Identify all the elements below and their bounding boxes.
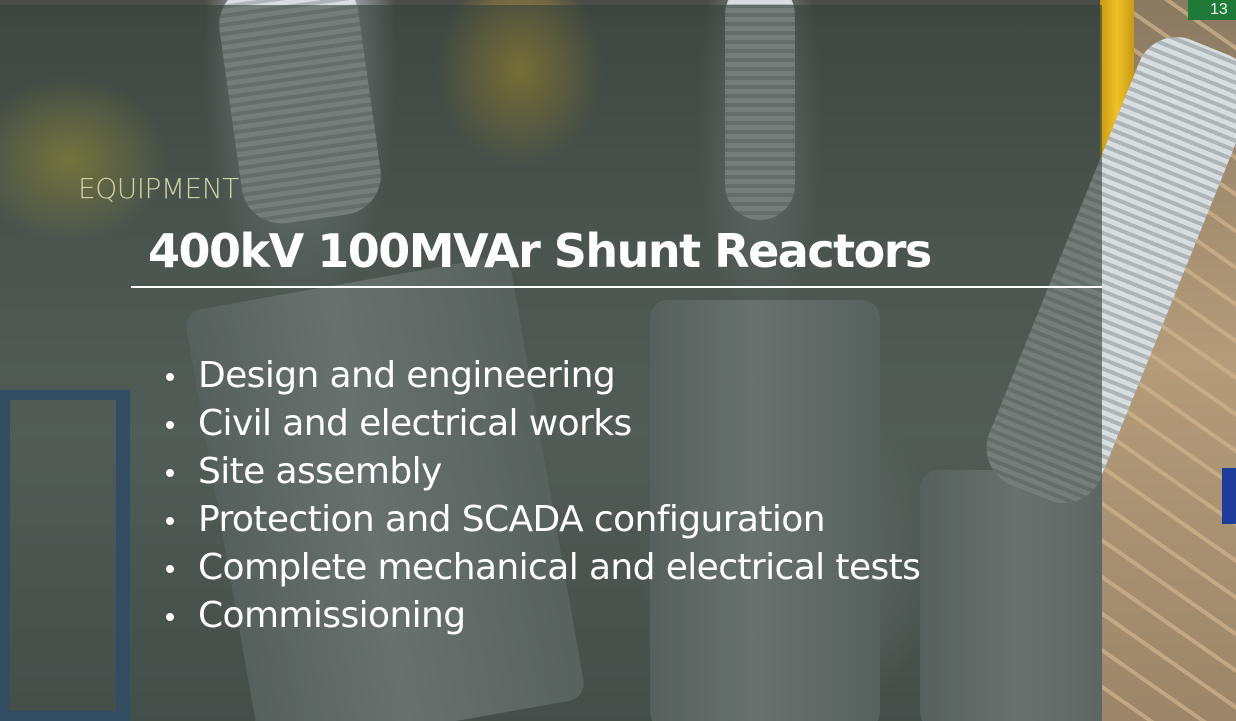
slide-title: 400kV 100MVAr Shunt Reactors xyxy=(148,224,932,278)
bullet-dot-icon xyxy=(166,373,174,381)
bullet-item: Protection and SCADA configuration xyxy=(158,496,920,544)
bullet-item: Commissioning xyxy=(158,592,920,640)
bullet-dot-icon xyxy=(166,613,174,621)
bullet-text: Site assembly xyxy=(198,451,442,492)
bullet-dot-icon xyxy=(166,517,174,525)
bullet-item: Civil and electrical works xyxy=(158,400,920,448)
bullet-item: Complete mechanical and electrical tests xyxy=(158,544,921,592)
title-divider xyxy=(131,286,1102,288)
bullet-text: Civil and electrical works xyxy=(198,403,632,444)
blue-sign xyxy=(1222,468,1236,524)
bullet-text: Design and engineering xyxy=(198,355,616,396)
bullet-text: Commissioning xyxy=(198,595,466,636)
bullet-item: Design and engineering xyxy=(158,352,920,400)
bullet-list: Design and engineering Civil and electri… xyxy=(158,352,921,640)
bullet-dot-icon xyxy=(166,421,174,429)
bullet-dot-icon xyxy=(166,565,174,573)
green-sign-text: 13 xyxy=(1210,1,1228,18)
bullet-text: Protection and SCADA configuration xyxy=(198,499,826,540)
bullet-dot-icon xyxy=(166,469,174,477)
text-overlay-panel xyxy=(0,5,1102,721)
bullet-item: Site assembly xyxy=(158,448,920,496)
section-label: EQUIPMENT xyxy=(78,172,239,205)
green-sign: 13 xyxy=(1188,0,1236,20)
bullet-text: Complete mechanical and electrical tests xyxy=(198,547,921,588)
